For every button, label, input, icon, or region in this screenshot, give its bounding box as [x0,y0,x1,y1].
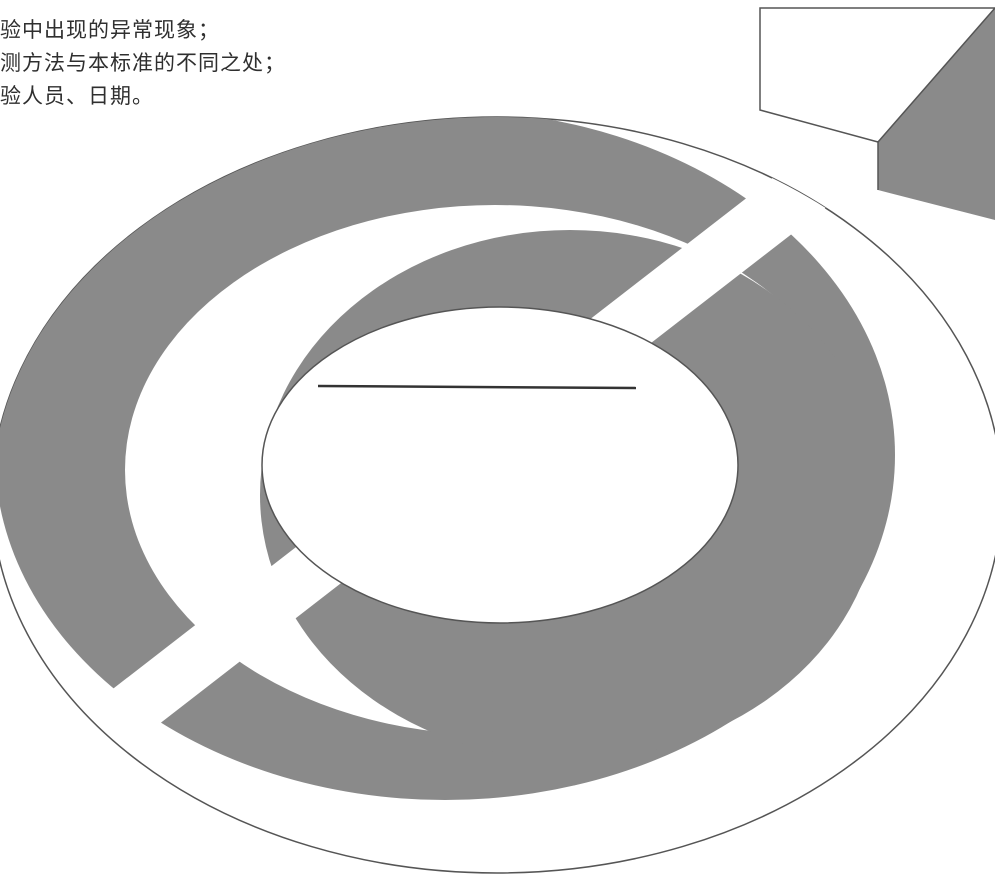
prism-block [759,7,995,220]
prism-dark-face [878,8,995,220]
text-line-1: 验中出现的异常现象； [0,18,220,42]
inner-horizontal-line [317,384,637,390]
text-line-2: 测方法与本标准的不同之处； [0,51,286,75]
text-line-3: 验人员、日期。 [0,84,154,108]
inner-ellipse [261,306,739,624]
document-text: 验中出现的异常现象； 测方法与本标准的不同之处； 验人员、日期。 [0,14,286,113]
